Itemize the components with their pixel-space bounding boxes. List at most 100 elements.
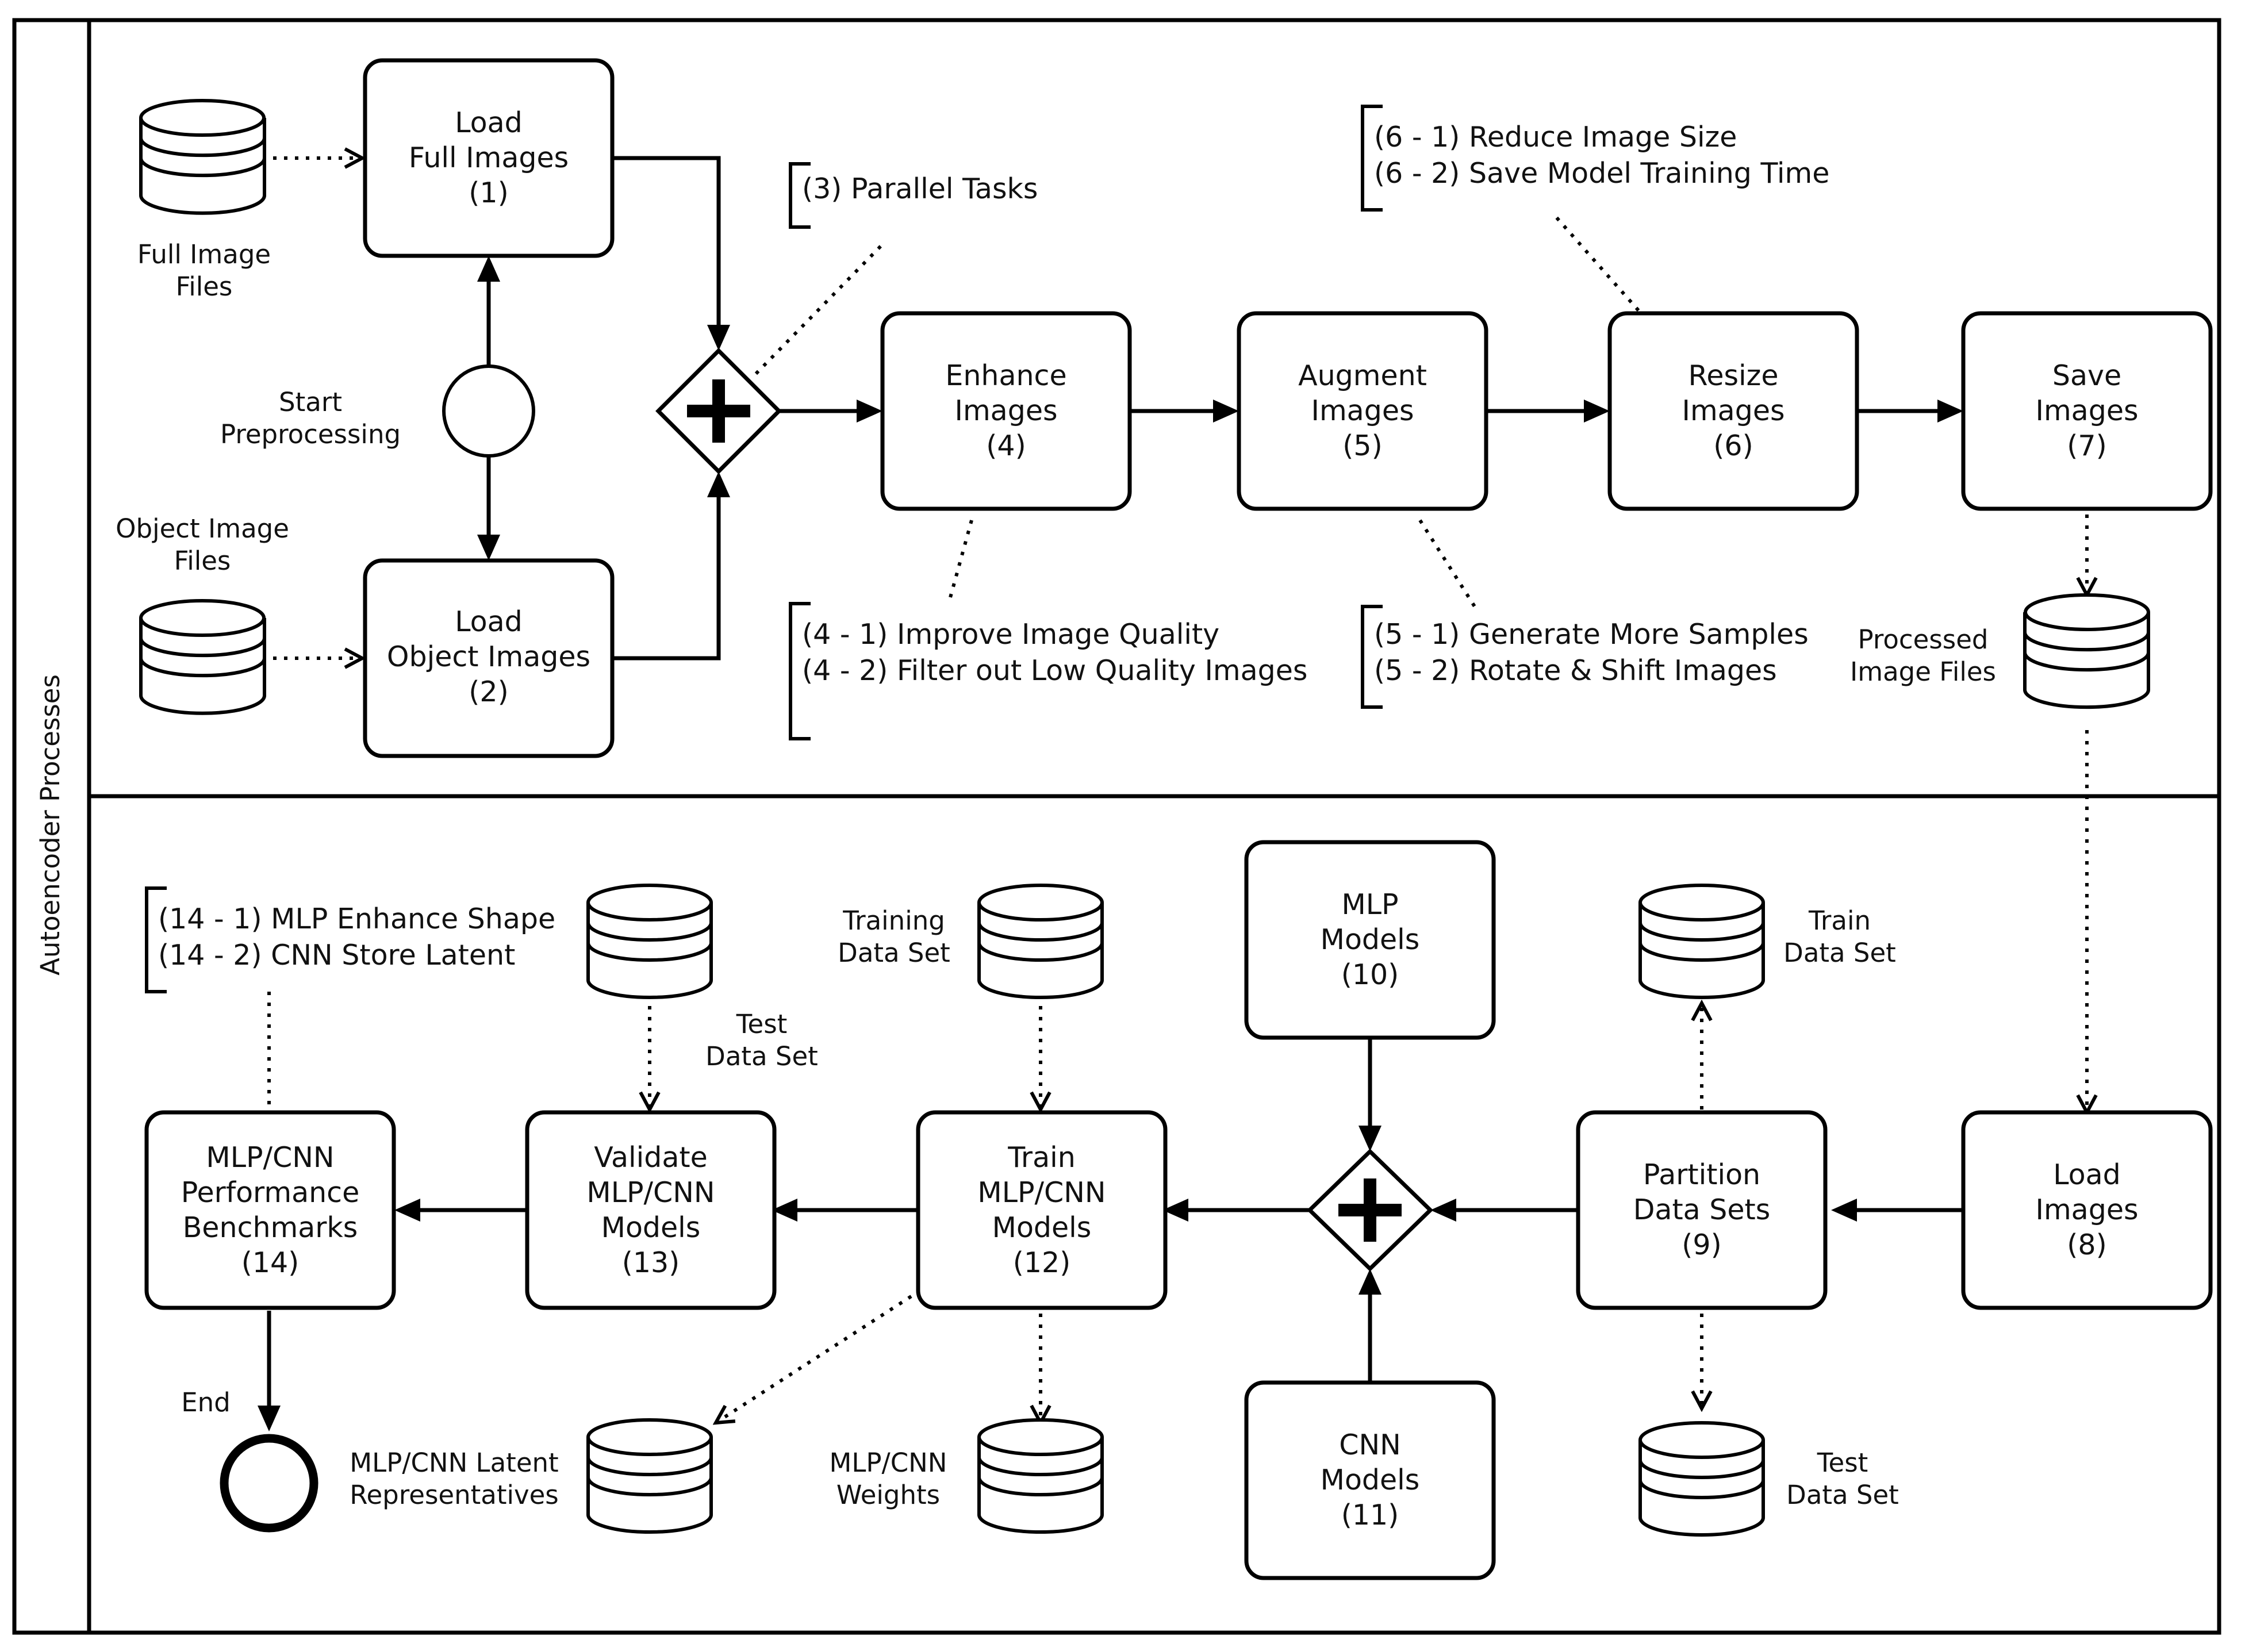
note-connector-parallel: [754, 240, 887, 375]
processed-image-files-label-2: Image Files: [1850, 657, 1996, 687]
arrowhead-gateway-to-enhance: [857, 400, 882, 423]
note-augment-line-1: (5 - 1) Generate More Samples: [1374, 618, 1809, 651]
parallel-gateway-top: [655, 348, 782, 474]
task-load-object-line-1: Load: [455, 605, 523, 638]
arrowhead-resize-to-save: [1937, 400, 1963, 423]
task-validate-line-3: Models: [601, 1211, 701, 1244]
task-enhance-line-3: (4): [986, 429, 1026, 462]
arrowhead-enhance-to-augment: [1213, 400, 1239, 423]
task-augment-line-2: Images: [1311, 394, 1414, 427]
arrowhead-mlp-to-gateway: [1359, 1126, 1381, 1151]
task-partition-line-2: Data Sets: [1633, 1193, 1771, 1226]
task-mlp-line-3: (10): [1341, 958, 1399, 991]
task-validate-line-2: MLP/CNN: [586, 1176, 715, 1209]
parallel-gateway-bottom: [1306, 1149, 1434, 1272]
note-augment-line-2: (5 - 2) Rotate & Shift Images: [1374, 654, 1777, 687]
note-bracket-benchmarks: [145, 886, 167, 993]
note-bracket-parallel: [789, 162, 811, 229]
task-performance-benchmarks: MLP/CNN Performance Benchmarks (14): [144, 1110, 396, 1310]
task-benchmarks-line-3: Benchmarks: [183, 1211, 358, 1244]
mlp-cnn-weights-label-2: Weights: [836, 1480, 940, 1510]
task-resize-line-2: Images: [1682, 394, 1785, 427]
test-data-set-partition-label-2: Data Set: [1786, 1480, 1899, 1510]
pool-frame: [12, 18, 2221, 1635]
task-cnn-models: CNN Models (11): [1244, 1380, 1496, 1580]
database-icon-latent-representatives: [586, 1418, 713, 1534]
task-resize-images: Resize Images (6): [1607, 311, 1859, 511]
train-data-set-label-1: Train: [1808, 905, 1871, 936]
task-train-line-2: MLP/CNN: [977, 1176, 1106, 1209]
task-enhance-line-2: Images: [955, 394, 1058, 427]
full-image-files-label-1: Full Image: [137, 239, 271, 270]
task-train-models: Train MLP/CNN Models (12): [916, 1110, 1168, 1310]
task-validate-models: Validate MLP/CNN Models (13): [525, 1110, 777, 1310]
flow-load-object-to-gateway: [612, 489, 721, 661]
start-event: [442, 364, 535, 458]
start-event-label-2: Preprocessing: [220, 419, 401, 450]
task-save-images: Save Images (7): [1961, 311, 2213, 511]
task-load-full-images: Load Full Images (1): [363, 58, 615, 258]
latent-representatives-label-2: Representatives: [350, 1480, 558, 1510]
task-benchmarks-line-1: MLP/CNN: [206, 1141, 334, 1174]
arrowhead-start-to-load-object: [477, 535, 500, 560]
task-augment-line-1: Augment: [1298, 359, 1427, 392]
note-bracket-augment: [1361, 605, 1383, 709]
task-load-images: Load Images (8): [1961, 1110, 2213, 1310]
task-mlp-models: MLP Models (10): [1244, 840, 1496, 1040]
object-image-files-label-2: Files: [174, 546, 231, 576]
database-icon-mlp-cnn-weights: [977, 1418, 1104, 1534]
arrowhead-benchmarks-to-end: [258, 1406, 281, 1431]
note-enhance-line-1: (4 - 1) Improve Image Quality: [802, 618, 1219, 651]
assoc-train-to-latent: [716, 1295, 912, 1423]
task-augment-images: Augment Images (5): [1237, 311, 1488, 511]
note-bracket-resize: [1361, 105, 1383, 212]
database-icon-object-image-files: [139, 599, 266, 715]
training-data-set-label-2: Data Set: [838, 938, 950, 968]
task-resize-line-1: Resize: [1688, 359, 1778, 392]
task-load-object-line-3: (2): [469, 675, 508, 708]
arrowhead-augment-to-resize: [1584, 400, 1610, 423]
pool-label: Autoencoder Processes: [35, 674, 66, 976]
task-load-full-line-2: Full Images: [409, 141, 569, 174]
note-connector-enhance: [947, 520, 973, 604]
arrowhead-partition-to-gateway: [1430, 1199, 1456, 1222]
task-save-line-1: Save: [2052, 359, 2121, 392]
start-event-label-1: Start: [279, 387, 342, 417]
task-augment-line-3: (5): [1342, 429, 1382, 462]
arrowhead-gateway-to-train: [1162, 1199, 1188, 1222]
task-benchmarks-line-4: (14): [241, 1246, 300, 1279]
task-partition-line-1: Partition: [1643, 1158, 1760, 1191]
training-data-set-label-1: Training: [842, 905, 945, 936]
arrowhead-load-full-to-gateway: [707, 325, 730, 351]
task-save-line-2: Images: [2036, 394, 2139, 427]
task-mlp-line-1: MLP: [1341, 888, 1398, 921]
end-event-label: End: [181, 1387, 231, 1418]
note-connector-resize: [1551, 212, 1640, 312]
note-resize-line-2: (6 - 2) Save Model Training Time: [1374, 157, 1829, 190]
note-resize-line-1: (6 - 1) Reduce Image Size: [1374, 121, 1737, 153]
database-icon-full-image-files: [139, 99, 266, 215]
database-icon-training-data-set: [977, 884, 1104, 999]
flow-load-full-to-gateway: [612, 156, 721, 333]
database-icon-test-data-set-validate: [586, 884, 713, 999]
database-icon-processed-image-files: [2023, 593, 2150, 709]
object-image-files-label-1: Object Image: [116, 513, 289, 544]
task-load-full-line-3: (1): [469, 176, 508, 209]
task-benchmarks-line-2: Performance: [181, 1176, 360, 1209]
mlp-cnn-weights-label-1: MLP/CNN: [830, 1448, 947, 1478]
processed-image-files-label-1: Processed: [1858, 624, 1989, 655]
task-load-full-line-1: Load: [455, 106, 523, 139]
end-event: [220, 1434, 318, 1533]
task-save-line-3: (7): [2067, 429, 2106, 462]
task-load-images-line-1: Load: [2053, 1158, 2121, 1191]
test-data-set-validate-label-2: Data Set: [705, 1041, 818, 1072]
task-train-line-3: Models: [992, 1211, 1092, 1244]
arrowhead-validate-to-benchmarks: [394, 1199, 420, 1222]
task-train-line-1: Train: [1007, 1141, 1076, 1174]
note-connector-augment: [1418, 519, 1476, 608]
task-validate-line-1: Validate: [594, 1141, 707, 1174]
task-enhance-line-1: Enhance: [945, 359, 1066, 392]
note-benchmarks-line-1: (14 - 1) MLP Enhance Shape: [158, 903, 555, 935]
latent-representatives-label-1: MLP/CNN Latent: [350, 1448, 558, 1478]
